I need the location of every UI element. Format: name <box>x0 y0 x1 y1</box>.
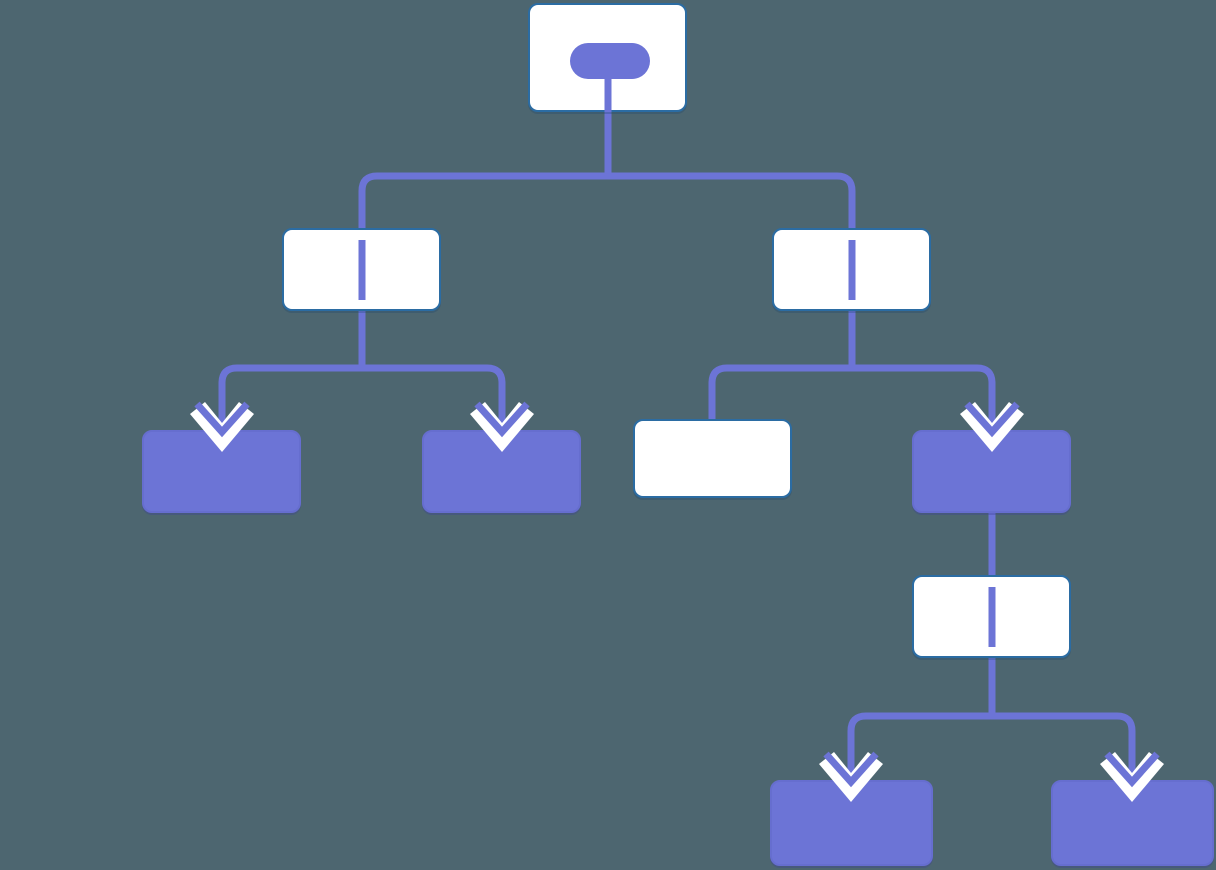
node-l3-b[interactable] <box>422 430 581 513</box>
edge-l2-left-to-l3-a <box>218 307 366 434</box>
edge-l2-right-to-l3-d <box>848 307 996 434</box>
node-l5-a[interactable] <box>770 780 933 866</box>
node-l2-left[interactable] <box>282 228 441 311</box>
edge-l2-left-to-l3-b <box>358 307 506 434</box>
node-l3-a[interactable] <box>142 430 301 513</box>
node-l5-b[interactable] <box>1051 780 1214 866</box>
edge-root-to-l2-right <box>604 108 856 232</box>
node-l2-right[interactable] <box>772 228 931 311</box>
node-l3-c[interactable] <box>633 419 792 498</box>
root-pill-decoration <box>570 43 650 79</box>
edge-l2-right-to-l3-c <box>708 307 856 423</box>
edge-l4-a-to-l5-b <box>988 654 1136 784</box>
node-root[interactable] <box>528 3 687 112</box>
node-l3-d[interactable] <box>912 430 1071 513</box>
node-l4-a[interactable] <box>912 575 1071 658</box>
edge-l4-a-to-l5-a <box>847 654 996 784</box>
edge-root-to-l2-left <box>358 108 612 232</box>
